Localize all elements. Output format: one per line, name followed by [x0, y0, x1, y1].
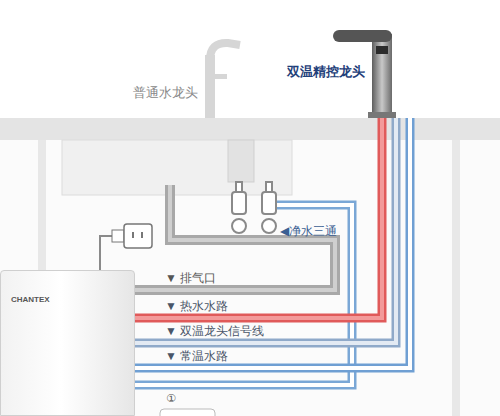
socket-hole: [132, 232, 134, 238]
faucet-node: 双温精控龙头: [285, 22, 415, 118]
faucet-display: [376, 46, 388, 54]
socket-hole: [141, 232, 143, 238]
water-pipe: [135, 118, 396, 343]
power-socket: [100, 224, 152, 270]
pipe-inner: [135, 118, 410, 368]
valve: [232, 192, 246, 214]
cabinet-ground: [0, 140, 500, 416]
callout-number: ①: [166, 392, 176, 405]
feed-pipe: [135, 205, 352, 385]
faucet-label: 普通水龙头: [133, 85, 198, 101]
power-cable: [100, 236, 112, 270]
faucet-spout: [333, 30, 392, 42]
faucet-body: [372, 34, 392, 118]
purifier-unit: CHANTEX: [0, 270, 135, 416]
port-label: ▼ 排气口: [165, 271, 216, 285]
pipe-label: ▼ 常温水路: [165, 349, 228, 363]
water-pipe: [135, 118, 410, 368]
valve-stem: [236, 182, 242, 192]
filter-cartridge: [160, 409, 215, 416]
water-pipe: [135, 118, 382, 318]
pipe-outer: [135, 118, 382, 318]
pipe-inner: [135, 205, 352, 385]
pipe-label: ▼ 双温龙头信号线: [165, 324, 264, 338]
faucet-base: [368, 112, 396, 118]
pipe-inner: [135, 118, 396, 343]
pipe-outer: [135, 205, 352, 385]
brand-label: CHANTEX: [11, 295, 50, 305]
valve: [262, 192, 276, 214]
valve-knob: [232, 219, 246, 233]
valve-knob: [262, 219, 276, 233]
part-label: ◀净水三通: [280, 224, 337, 238]
sink-drain: [228, 140, 254, 182]
sink-basin: [62, 140, 292, 195]
faucet-spout: [210, 43, 240, 60]
faucet-handle: [215, 74, 227, 79]
pipe-label: ▼ 热水水路: [165, 299, 228, 313]
countertop: [0, 118, 500, 140]
valve-stem: [266, 182, 272, 192]
pipe-outer: [135, 118, 410, 368]
socket: [124, 224, 152, 248]
tee-valves: [232, 182, 276, 233]
plug: [112, 230, 124, 242]
plain-faucet: [205, 43, 240, 118]
pipe-outer: [135, 118, 396, 343]
faucet-label: 双温精控龙头: [287, 64, 365, 80]
cabinet-wall: [452, 140, 460, 416]
pipe-inner: [135, 118, 382, 318]
faucet-body: [205, 55, 215, 118]
